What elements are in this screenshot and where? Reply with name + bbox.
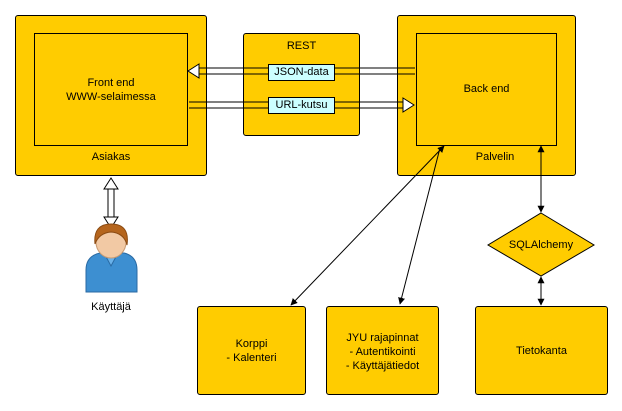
frontend-label-line1: Front end [87, 77, 135, 89]
user-icon [85, 223, 138, 293]
backend-korppi-arrow [290, 145, 445, 306]
sqlalchemy-diamond [487, 212, 595, 277]
url-kutsu-tag: URL-kutsu [268, 97, 335, 114]
jyu-label-line2: - Autentikointi [349, 346, 416, 358]
backend-box [416, 33, 557, 146]
korppi-label-line1: Korppi [235, 338, 268, 350]
jyu-label-line3: - Käyttäjätiedot [345, 360, 420, 372]
sqlalchemy-label: SQLAlchemy [508, 239, 574, 251]
korppi-box [197, 306, 306, 395]
tietokanta-box [475, 306, 608, 395]
json-data-tag: JSON-data [268, 64, 335, 81]
jyu-box [326, 306, 439, 395]
rest-label: REST [286, 40, 317, 52]
asiakas-label: Asiakas [91, 151, 131, 163]
jyu-label-line1: JYU rajapinnat [346, 332, 419, 344]
asiakas-user-arrow [103, 177, 119, 229]
tietokanta-label: Tietokanta [516, 345, 567, 357]
backend-label: Back end [463, 83, 510, 95]
frontend-label-line2: WWW-selaimessa [66, 91, 156, 103]
user-label: Käyttäjä [91, 301, 131, 313]
rest-box [243, 33, 360, 136]
palvelin-label: Palvelin [475, 151, 515, 163]
backend-jyu-arrow [398, 147, 441, 305]
frontend-box [34, 33, 188, 146]
korppi-label-line2: - Kalenteri [226, 352, 277, 364]
